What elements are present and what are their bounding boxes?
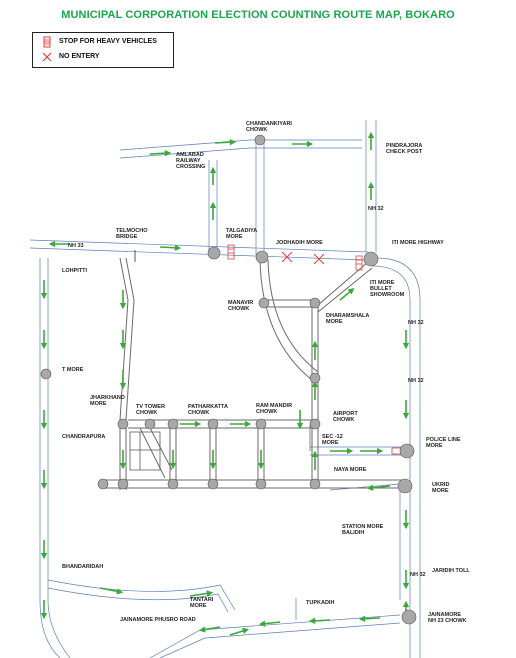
legend-box: STOP FOR HEAVY VEHICLES NO ENTERY — [32, 32, 174, 68]
label-station-more: STATION MORE BALIDIH — [342, 524, 384, 536]
legend-stop-label: STOP FOR HEAVY VEHICLES — [59, 38, 157, 45]
label-nh33: NH 33 — [68, 243, 84, 249]
label-bhandaridah: BHANDARIDAH — [62, 564, 104, 570]
label-manavir: MANAVIR CHOWK — [228, 300, 254, 312]
stop-heavy-vehicle-icon — [43, 36, 51, 48]
no-entry-cross-icon — [42, 52, 52, 62]
label-chandankiyari: CHANDANKIYARI CHOWK — [246, 121, 292, 133]
label-lohpitti: LOHPITTI — [62, 268, 88, 274]
label-pindrajora: PINDRAJORA CHECK POST — [386, 143, 423, 155]
legend-row-no-entry: NO ENTERY — [33, 50, 173, 64]
label-tupkadih: TUPKADIH — [306, 600, 335, 606]
label-chandrapura: CHANDRAPURA — [62, 434, 106, 440]
label-iti-highway: ITI MORE HIGHWAY — [392, 240, 444, 246]
label-airport: AIRPORT CHOWK — [333, 411, 358, 423]
label-iti-bullet: ITI MORE BULLET SHOWROOM — [370, 280, 405, 298]
label-nh32-bottom: NH 32 — [410, 572, 426, 578]
no-entry-markers — [281, 251, 325, 265]
label-ukrid: UKRID MORE — [432, 482, 450, 494]
label-nh32-top: NH 32 — [368, 206, 384, 212]
label-jainamore-nh23: JAINAMORE NH 23 CHOWK — [428, 612, 467, 624]
label-nh32-mid: NH 32 — [408, 320, 424, 326]
label-jodhadih: JODHADIH MORE — [276, 240, 323, 246]
stop-heavy-vehicle-markers — [227, 244, 403, 455]
label-jaridih: JARIDIH TOLL — [432, 568, 470, 574]
label-nh32-lower: NH 32 — [408, 378, 424, 384]
label-dharamshala: DHARAMSHALA MORE — [326, 313, 370, 325]
label-jainamore-phusro: JAINAMORE PHUSRO ROAD — [120, 617, 196, 623]
legend-no-entry-label: NO ENTERY — [59, 53, 100, 60]
label-tv-tower: TV TOWER CHOWK — [136, 404, 165, 416]
label-tantari: TANTARI MORE — [190, 597, 214, 609]
label-ram-mandir: RAM MANDIR CHOWK — [256, 403, 293, 415]
junction-markers — [40, 134, 417, 625]
map-title: MUNICIPAL CORPORATION ELECTION COUNTING … — [61, 9, 455, 21]
label-amlabad: AMLABAD RAILWAY CROSSING — [176, 152, 206, 170]
label-naya-more: NAYA MORE — [334, 467, 367, 473]
tv-tower-block — [129, 431, 161, 471]
city-roads — [100, 250, 405, 490]
label-police-line: POLICE LINE MORE — [426, 437, 461, 449]
label-talgadiya: TALGADIYA MORE — [226, 228, 258, 240]
road-network — [29, 120, 421, 658]
label-jharkhand: JHARKHAND MORE — [90, 395, 125, 407]
legend-row-stop: STOP FOR HEAVY VEHICLES — [33, 35, 173, 49]
label-t-more: T MORE — [62, 367, 84, 373]
label-patharkatta: PATHARKATTA CHOWK — [188, 404, 228, 416]
label-sec12: SEC -12 MORE — [322, 434, 343, 446]
label-telmocho: TELMOCHO BRIDGE — [116, 228, 148, 240]
traffic-direction-arrows — [40, 131, 410, 636]
